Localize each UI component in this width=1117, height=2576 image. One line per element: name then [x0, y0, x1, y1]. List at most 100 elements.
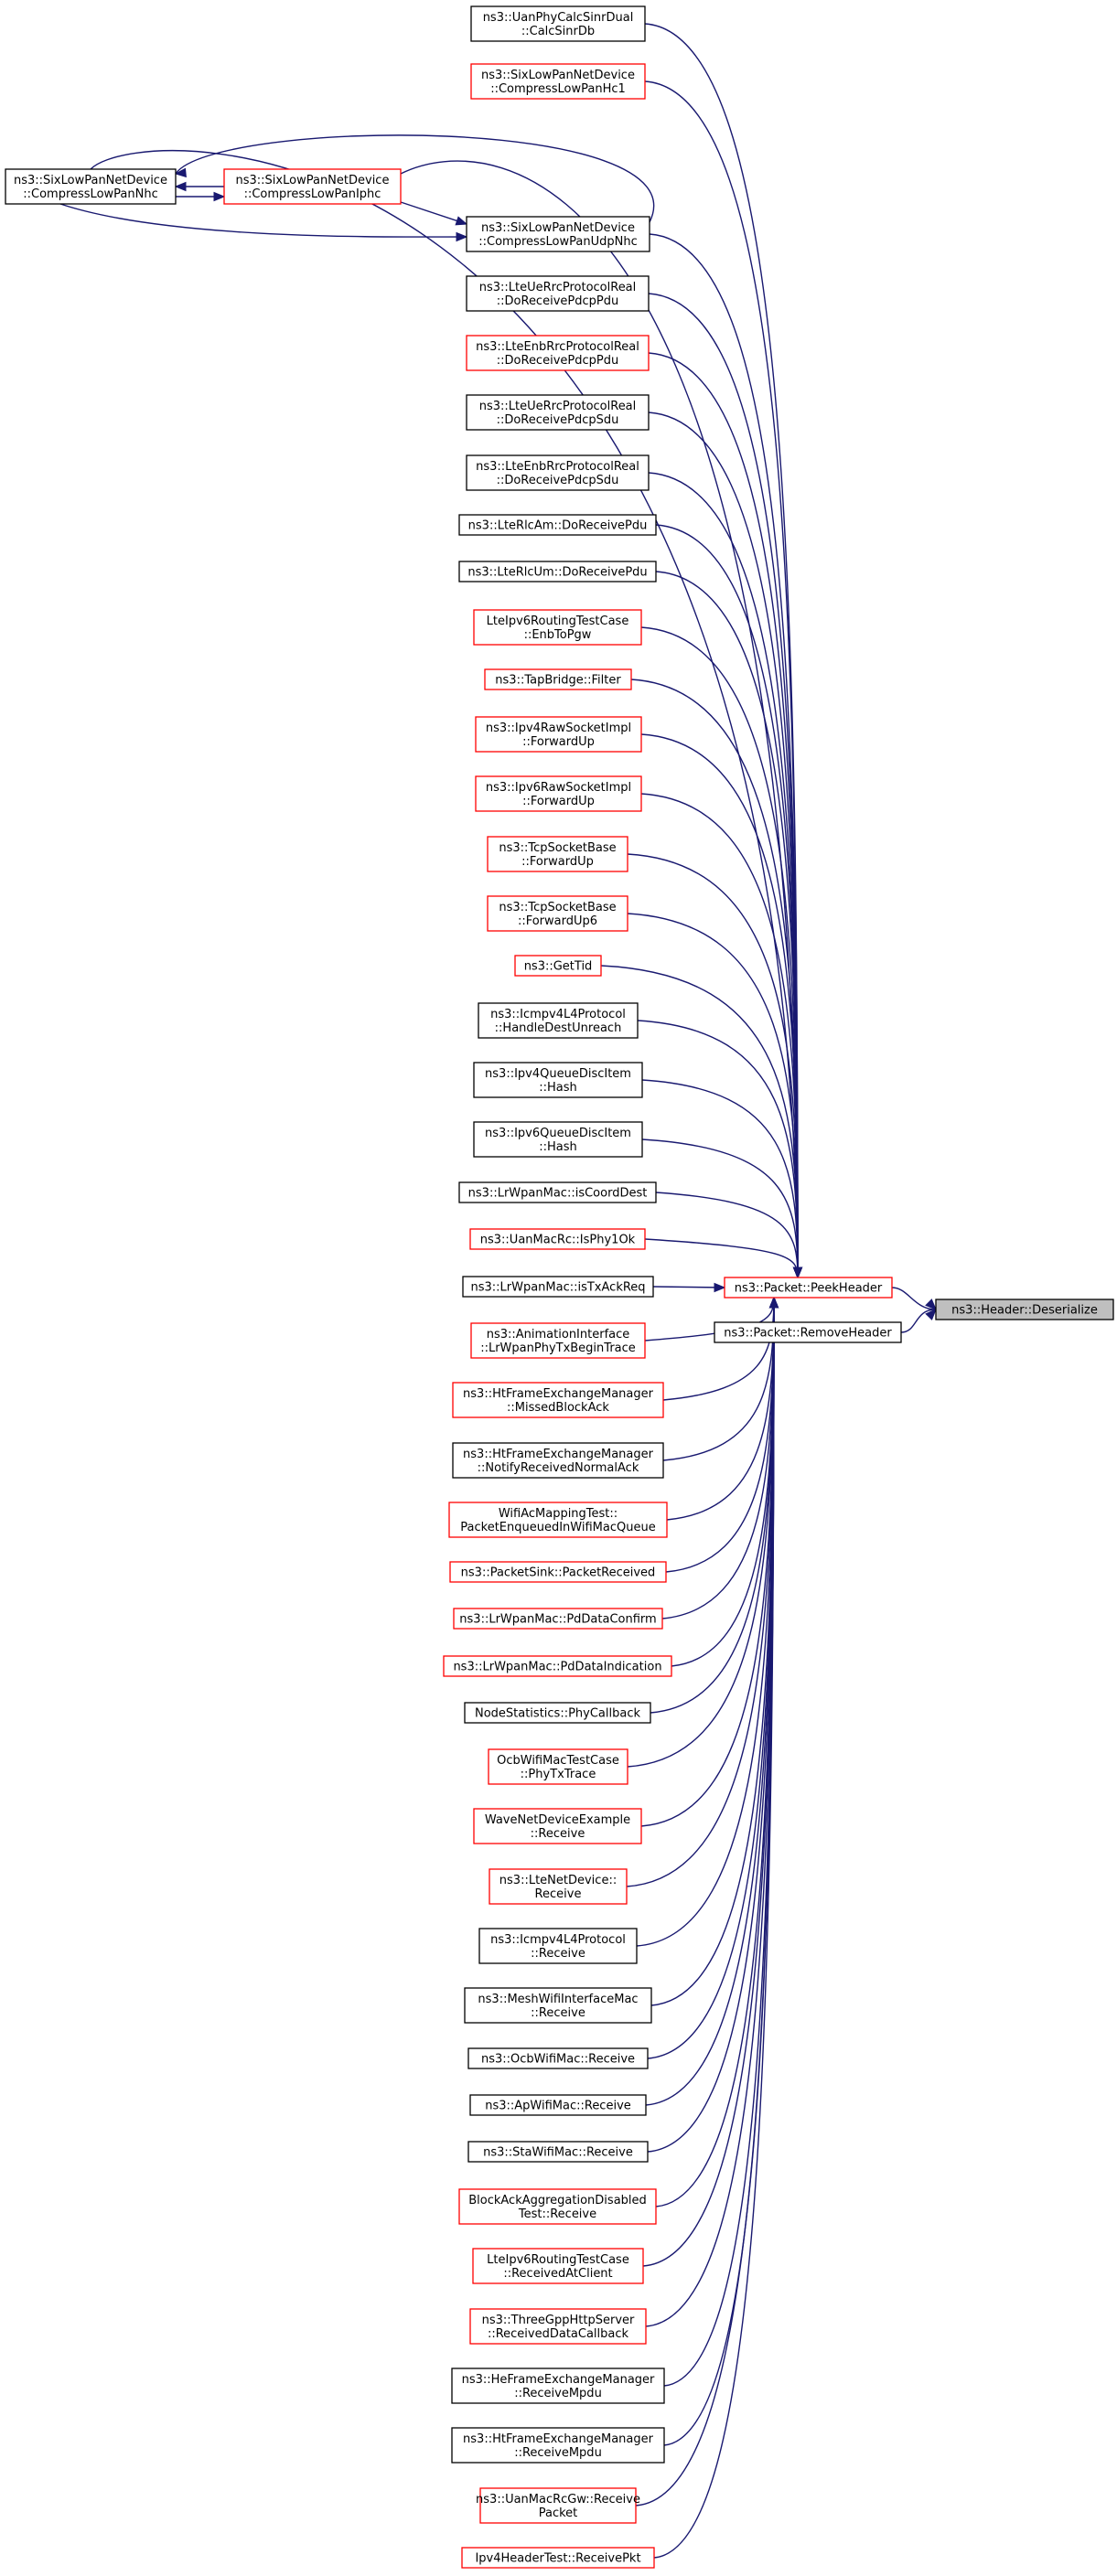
edge-c3-to-peek — [649, 233, 799, 1278]
node-box — [451, 2427, 665, 2464]
node-box — [458, 2188, 657, 2225]
graph-node-c36[interactable]: ns3::OcbWifiMac::Receive — [467, 2047, 649, 2069]
node-box — [473, 1808, 642, 1844]
graph-node-c30[interactable]: NodeStatistics::PhyCallback — [464, 1702, 651, 1724]
graph-node-c9[interactable]: ns3::LteRlcUm::DoReceivePdu — [458, 561, 657, 583]
graph-node-c27[interactable]: ns3::PacketSink::PacketReceived — [449, 1561, 667, 1583]
graph-node-c2[interactable]: ns3::SixLowPanNetDevice::CompressLowPanH… — [470, 63, 646, 100]
node-box — [470, 1322, 646, 1359]
graph-node-c34[interactable]: ns3::Icmpv4L4Protocol::Receive — [478, 1928, 638, 1964]
graph-node-c5[interactable]: ns3::LteEnbRrcProtocolReal::DoReceivePdc… — [466, 335, 650, 371]
graph-node-c19[interactable]: ns3::Ipv6QueueDiscItem::Hash — [473, 1121, 643, 1158]
graph-node-c42[interactable]: ns3::HeFrameExchangeManager::ReceiveMpdu — [451, 2368, 665, 2404]
node-box — [478, 1002, 639, 1039]
node-label: ns3::LrWpanMac::PdDataIndication — [453, 1661, 661, 1674]
graph-node-c28[interactable]: ns3::LrWpanMac::PdDataConfirm — [453, 1608, 663, 1630]
node-label: ns3::UanMacRcGw::Receive — [476, 2493, 640, 2507]
node-label: ::LrWpanPhyTxBeginTrace — [480, 1341, 636, 1355]
graph-node-c6[interactable]: ns3::LteUeRrcProtocolReal::DoReceivePdcp… — [466, 394, 650, 431]
graph-node-c33[interactable]: ns3::LteNetDevice::Receive — [489, 1868, 628, 1905]
graph-node-c26[interactable]: WifiAcMappingTest::PacketEnqueuedInWifiM… — [448, 1502, 668, 1538]
graph-node-c37[interactable]: ns3::ApWifiMac::Receive — [469, 2094, 647, 2116]
node-label: ::Receive — [531, 2006, 585, 2020]
node-label: PacketEnqueuedInWifiMacQueue — [460, 1521, 655, 1534]
graph-node-c13[interactable]: ns3::Ipv6RawSocketImpl::ForwardUp — [475, 775, 642, 812]
graph-node-c41[interactable]: ns3::ThreeGppHttpServer::ReceivedDataCal… — [469, 2308, 647, 2345]
edge-c20-to-peek — [655, 1192, 799, 1278]
edge-nhc-to-peek — [90, 150, 799, 1278]
graph-node-c14[interactable]: ns3::TcpSocketBase::ForwardUp — [487, 836, 628, 872]
graph-node-c3[interactable]: ns3::SixLowPanNetDevice::CompressLowPanU… — [466, 216, 650, 252]
graph-node-nhc[interactable]: ns3::SixLowPanNetDevice::CompressLowPanN… — [5, 168, 177, 205]
node-label: ns3::HtFrameExchangeManager — [463, 2432, 654, 2446]
graph-node-c31[interactable]: OcbWifiMacTestCase::PhyTxTrace — [488, 1748, 628, 1785]
graph-node-c29[interactable]: ns3::LrWpanMac::PdDataIndication — [443, 1655, 672, 1677]
node-label: ns3::UanMacRc::IsPhy1Ok — [480, 1234, 636, 1247]
node-box — [473, 1062, 643, 1098]
graph-node-c45[interactable]: Ipv4HeaderTest::ReceivePkt — [461, 2547, 655, 2569]
graph-node-peek[interactable]: ns3::Packet::PeekHeader — [724, 1277, 893, 1299]
node-box — [714, 1321, 902, 1343]
graph-node-c35[interactable]: ns3::MeshWifiInterfaceMac::Receive — [464, 1987, 652, 2024]
graph-node-c22[interactable]: ns3::LrWpanMac::isTxAckReq — [462, 1276, 654, 1298]
node-label: ::DoReceivePdcpPdu — [497, 294, 618, 308]
graph-node-deserialize[interactable]: ns3::Header::Deserialize — [935, 1299, 1114, 1320]
graph-node-c32[interactable]: WaveNetDeviceExample::Receive — [473, 1808, 642, 1844]
node-label: ns3::TcpSocketBase — [499, 901, 616, 914]
graph-node-c4[interactable]: ns3::LteUeRrcProtocolReal::DoReceivePdcp… — [466, 275, 650, 312]
node-box — [469, 2094, 647, 2116]
graph-node-c25[interactable]: ns3::HtFrameExchangeManager::NotifyRecei… — [452, 1442, 664, 1479]
node-label: ns3::Ipv6RawSocketImpl — [486, 781, 631, 795]
node-label: ns3::HtFrameExchangeManager — [463, 1448, 654, 1461]
node-label: ns3::Packet::RemoveHeader — [724, 1327, 892, 1341]
node-box — [466, 454, 650, 491]
graph-node-c16[interactable]: ns3::GetTid — [514, 955, 602, 977]
graph-node-c20[interactable]: ns3::LrWpanMac::isCoordDest — [458, 1181, 657, 1203]
node-label: ::DoReceivePdcpSdu — [497, 474, 619, 487]
node-box — [475, 716, 642, 753]
node-label: ns3::PacketSink::PacketReceived — [461, 1566, 656, 1580]
node-label: ::ReceivedDataCallback — [488, 2327, 629, 2341]
node-box — [466, 394, 650, 431]
node-label: ::ForwardUp — [522, 735, 595, 749]
node-box — [724, 1277, 893, 1299]
node-label: ns3::LteRlcUm::DoReceivePdu — [467, 566, 647, 580]
graph-node-c12[interactable]: ns3::Ipv4RawSocketImpl::ForwardUp — [475, 716, 642, 753]
graph-node-c15[interactable]: ns3::TcpSocketBase::ForwardUp6 — [487, 895, 628, 932]
graph-node-c38[interactable]: ns3::StaWifiMac::Receive — [467, 2141, 649, 2163]
graph-node-c18[interactable]: ns3::Ipv4QueueDiscItem::Hash — [473, 1062, 643, 1098]
node-box — [461, 2547, 655, 2569]
edge-c37-to-peek — [645, 1297, 775, 2106]
node-layer: ns3::Header::Deserialize ns3::Packet::Pee… — [5, 5, 1114, 2569]
node-label: ::ForwardUp6 — [518, 914, 597, 928]
graph-node-c11[interactable]: ns3::TapBridge::Filter — [484, 668, 632, 690]
graph-node-c24[interactable]: ns3::HtFrameExchangeManager::MissedBlock… — [452, 1382, 664, 1418]
node-box — [479, 2487, 637, 2524]
node-label: ::CompressLowPanNhc — [23, 187, 157, 201]
edge-c19-to-peek — [641, 1138, 799, 1278]
node-box — [458, 1181, 657, 1203]
graph-node-c43[interactable]: ns3::HtFrameExchangeManager::ReceiveMpdu — [451, 2427, 665, 2464]
graph-node-iphc[interactable]: ns3::SixLowPanNetDevice::CompressLowPanI… — [223, 168, 402, 205]
graph-node-c40[interactable]: LteIpv6RoutingTestCase::ReceivedAtClient — [472, 2248, 644, 2284]
graph-node-c17[interactable]: ns3::Icmpv4L4Protocol::HandleDestUnreach — [478, 1002, 639, 1039]
node-box — [452, 1442, 664, 1479]
node-label: ::ReceiveMpdu — [514, 2387, 602, 2400]
graph-node-c8[interactable]: ns3::LteRlcAm::DoReceivePdu — [458, 514, 657, 536]
node-label: ns3::Ipv4RawSocketImpl — [486, 721, 631, 735]
graph-node-c7[interactable]: ns3::LteEnbRrcProtocolReal::DoReceivePdc… — [466, 454, 650, 491]
node-label: ns3::OcbWifiMac::Receive — [481, 2053, 635, 2067]
graph-node-c21[interactable]: ns3::UanMacRc::IsPhy1Ok — [469, 1228, 646, 1250]
graph-node-c10[interactable]: LteIpv6RoutingTestCase::EnbToPgw — [473, 609, 642, 646]
edge-peek-to-deserialize-arrowhead — [925, 1299, 937, 1310]
node-label: NodeStatistics::PhyCallback — [475, 1707, 641, 1721]
node-label: ns3::LteNetDevice:: — [499, 1874, 617, 1887]
graph-node-remove[interactable]: ns3::Packet::RemoveHeader — [714, 1321, 902, 1343]
edge-c21-to-peek — [644, 1238, 799, 1278]
graph-node-c23[interactable]: ns3::AnimationInterface::LrWpanPhyTxBegi… — [470, 1322, 646, 1359]
graph-node-c1[interactable]: ns3::UanPhyCalcSinrDual::CalcSinrDb — [470, 5, 646, 42]
node-label: Receive — [535, 1887, 582, 1901]
node-label: ::HandleDestUnreach — [495, 1021, 622, 1035]
